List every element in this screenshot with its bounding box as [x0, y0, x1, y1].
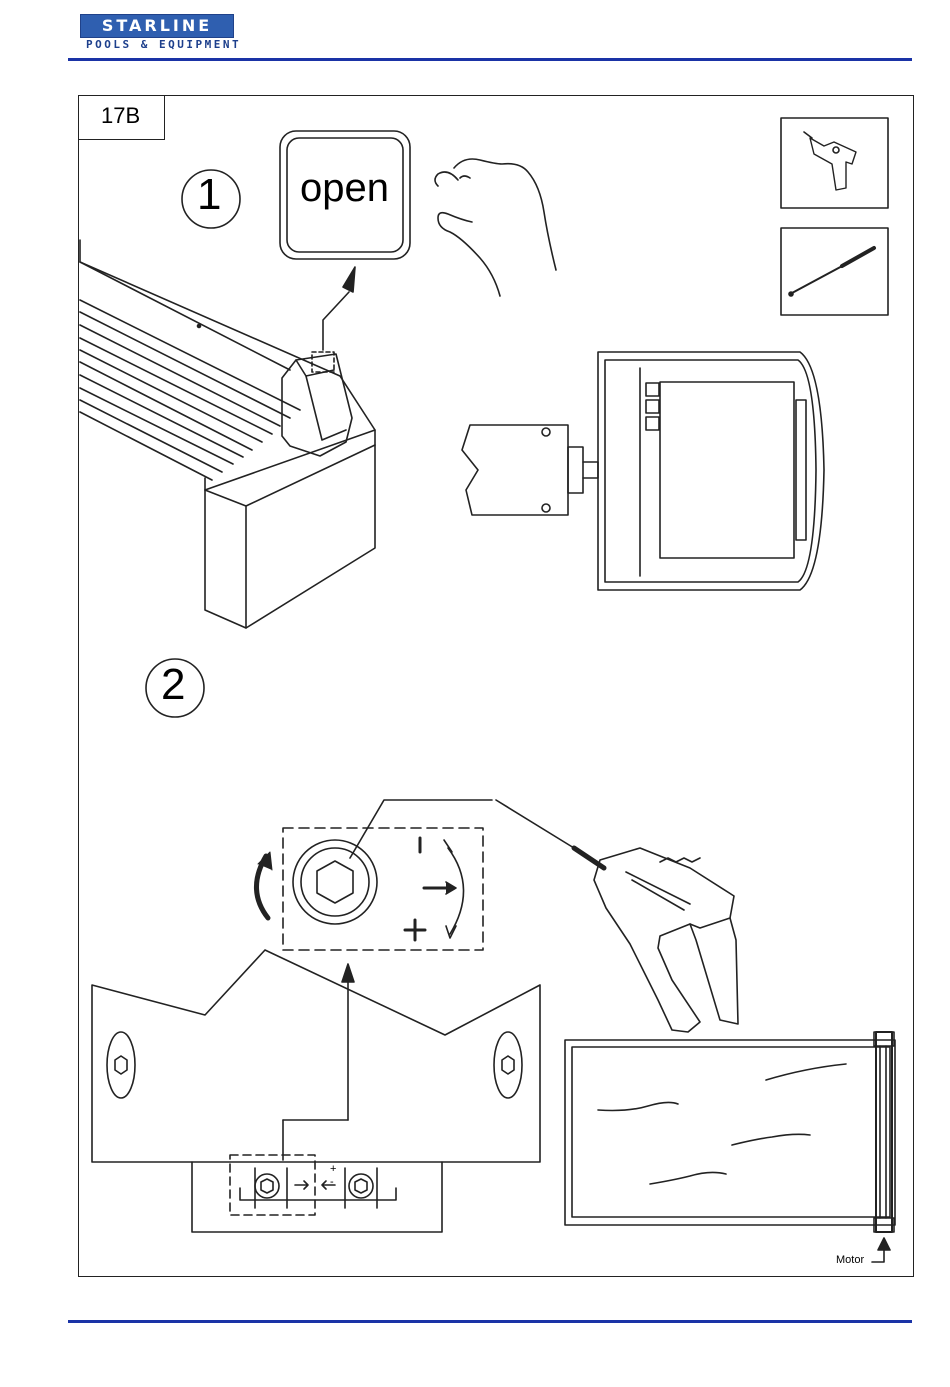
socket-pointer-arrowhead — [342, 964, 354, 982]
switch-plus-sign: + — [330, 1163, 336, 1175]
switch-minus-sign: - — [330, 1176, 334, 1188]
drill-icon — [781, 118, 888, 208]
open-pointer-arrowhead — [343, 267, 355, 292]
drill-illustration — [496, 800, 738, 1032]
step-2-number: 2 — [161, 663, 185, 707]
open-pointer-arrow — [323, 292, 349, 350]
motor-pointer-arrowhead — [878, 1238, 890, 1250]
pool-top-view — [565, 1032, 895, 1232]
screwdriver-bit-icon — [781, 228, 888, 315]
key-switch-detail — [462, 352, 824, 590]
motor-label: Motor — [836, 1254, 864, 1266]
motor-housing-section — [92, 950, 540, 1232]
hand-icon — [435, 159, 556, 296]
step-1-number: 1 — [197, 173, 221, 217]
hex-socket-detail — [256, 800, 492, 950]
pool-cover-housing — [80, 240, 375, 628]
key-switch-device — [282, 352, 352, 456]
footer-rule — [68, 1320, 912, 1323]
open-button-label: open — [300, 168, 389, 208]
